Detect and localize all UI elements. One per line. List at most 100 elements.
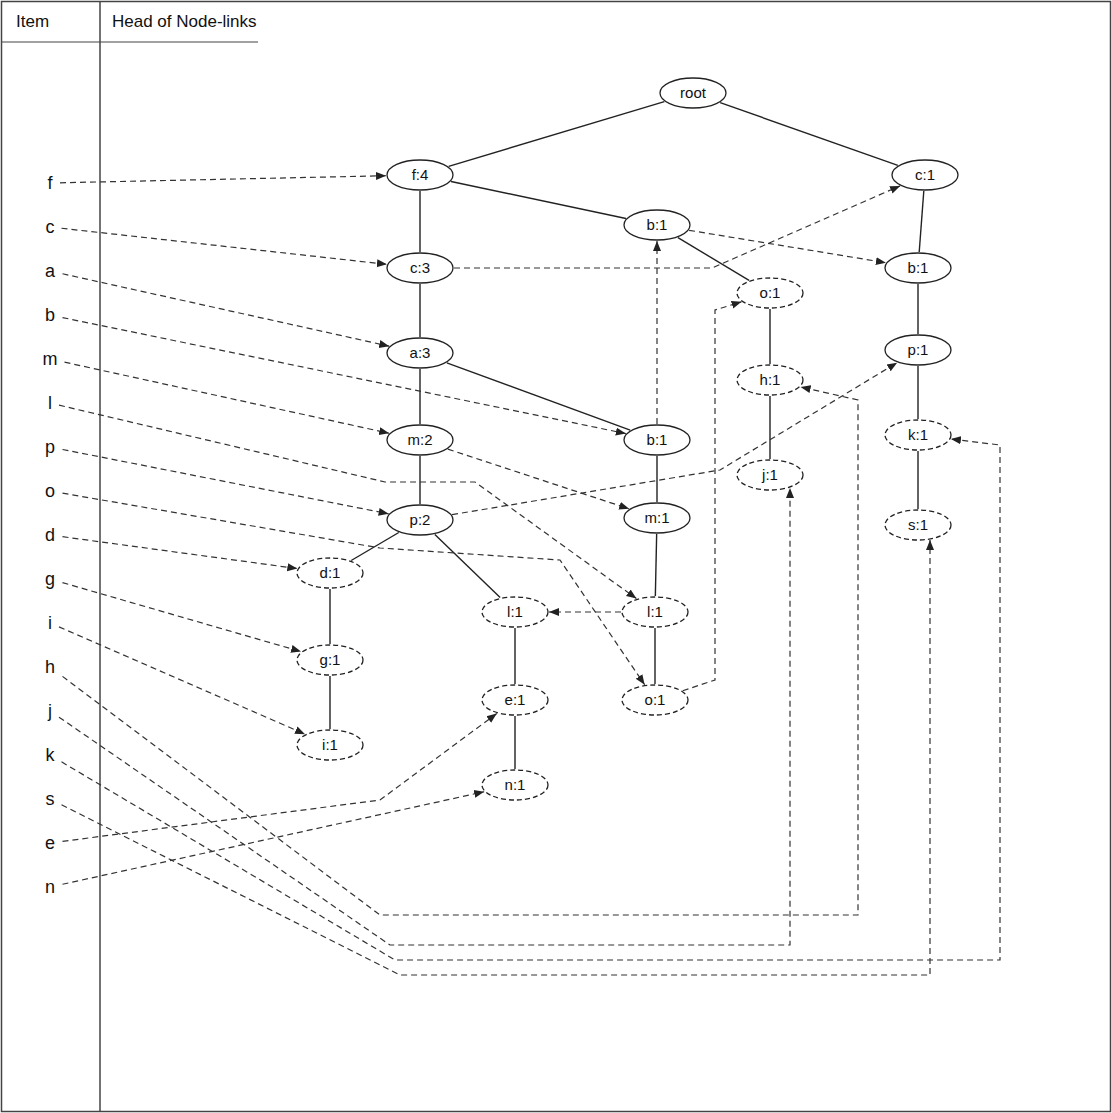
node-link	[65, 362, 390, 433]
item-name: k	[46, 745, 55, 766]
node-outline	[387, 338, 453, 368]
node-outline	[885, 420, 951, 450]
node-link	[62, 540, 931, 975]
node-link	[60, 176, 386, 183]
fp-tree-node: l:1	[481, 596, 549, 628]
node-label: b:1	[908, 259, 929, 276]
node-label: b:1	[647, 216, 668, 233]
node-label: f:4	[412, 166, 429, 183]
column-heading: Head of Node-links	[112, 12, 257, 32]
node-outline	[892, 160, 958, 190]
item-name: n	[45, 877, 55, 898]
fp-tree-node: e:1	[481, 684, 549, 716]
fp-tree-node: f:4	[386, 159, 454, 191]
node-label: i:1	[322, 736, 338, 753]
fp-tree-node: c:3	[386, 252, 454, 284]
heading-rule	[2, 41, 259, 42]
tree-branch	[656, 456, 657, 502]
header-item: m	[36, 346, 65, 373]
node-link	[59, 488, 790, 945]
fp-tree-node: k:1	[884, 419, 952, 451]
node-label: m:2	[407, 431, 432, 448]
item-name: i	[48, 613, 52, 634]
node-link	[454, 186, 900, 268]
header-item: b	[38, 302, 63, 329]
fp-tree-node: o:1	[736, 277, 804, 309]
node-link	[656, 241, 657, 424]
header-item: p	[38, 434, 63, 461]
tree-branch	[449, 102, 665, 167]
item-name: c	[46, 217, 55, 238]
fp-tree-node: o:1	[621, 684, 689, 716]
node-outline	[387, 253, 453, 283]
node-outline	[297, 645, 363, 675]
fp-tree-node: a:3	[386, 337, 454, 369]
node-outline	[624, 425, 690, 455]
tree-branch	[451, 182, 626, 219]
node-outline	[885, 335, 951, 365]
fp-tree-node: b:1	[623, 209, 691, 241]
item-name: a	[45, 261, 55, 282]
node-outline	[482, 597, 548, 627]
node-outline	[885, 510, 951, 540]
tree-branch	[917, 366, 918, 419]
tree-branch	[419, 191, 420, 252]
tree-branch	[419, 284, 420, 337]
tree-branch	[329, 676, 330, 729]
node-label: h:1	[760, 371, 781, 388]
node-link	[62, 228, 387, 264]
fp-tree-node: p:2	[386, 504, 454, 536]
tree-branch	[419, 369, 420, 424]
fp-tree-node: s:1	[884, 509, 952, 541]
node-label: o:1	[760, 284, 781, 301]
header-item: h	[38, 654, 63, 681]
fp-tree-node: c:1	[891, 159, 959, 191]
tree-branch	[514, 716, 515, 769]
node-link	[452, 363, 897, 515]
item-name: b	[45, 305, 55, 326]
node-outline	[297, 730, 363, 760]
node-outline	[660, 78, 726, 108]
node-outline	[624, 210, 690, 240]
node-outline	[387, 505, 453, 535]
node-label: d:1	[320, 564, 341, 581]
header-item: j	[41, 698, 59, 725]
fp-tree-node: l:1	[621, 596, 689, 628]
tree-branch	[678, 238, 749, 281]
node-link	[63, 493, 645, 685]
node-outline	[624, 503, 690, 533]
node-link	[63, 274, 390, 346]
node-link	[549, 611, 621, 612]
tree-branch	[769, 309, 770, 364]
node-label: b:1	[647, 431, 668, 448]
header-item: f	[40, 170, 60, 197]
item-name: p	[45, 437, 55, 458]
tree-branch	[329, 589, 330, 644]
tree-branch	[351, 532, 399, 560]
node-label: p:1	[908, 341, 929, 358]
node-outline	[297, 558, 363, 588]
item-name: g	[45, 569, 55, 590]
node-link	[689, 230, 886, 262]
header-item: a	[38, 258, 63, 285]
fp-tree-node: n:1	[481, 769, 549, 801]
header-item: e	[38, 830, 63, 857]
header-item: s	[39, 786, 62, 813]
fp-tree-node: m:2	[386, 424, 454, 456]
tree-branch	[917, 451, 918, 509]
tree-branch	[654, 628, 655, 684]
node-link	[448, 449, 629, 509]
item-name: l	[48, 393, 52, 414]
node-outline	[737, 460, 803, 490]
item-name: o	[45, 481, 55, 502]
node-link	[63, 792, 485, 884]
tree-branch	[919, 191, 924, 252]
node-outline	[737, 365, 803, 395]
fp-tree-node: b:1	[884, 252, 952, 284]
node-label: c:3	[410, 259, 430, 276]
fp-tree-node: p:1	[884, 334, 952, 366]
item-name: s	[46, 789, 55, 810]
node-link	[59, 627, 305, 734]
header-item: d	[38, 522, 63, 549]
node-label: k:1	[908, 426, 928, 443]
